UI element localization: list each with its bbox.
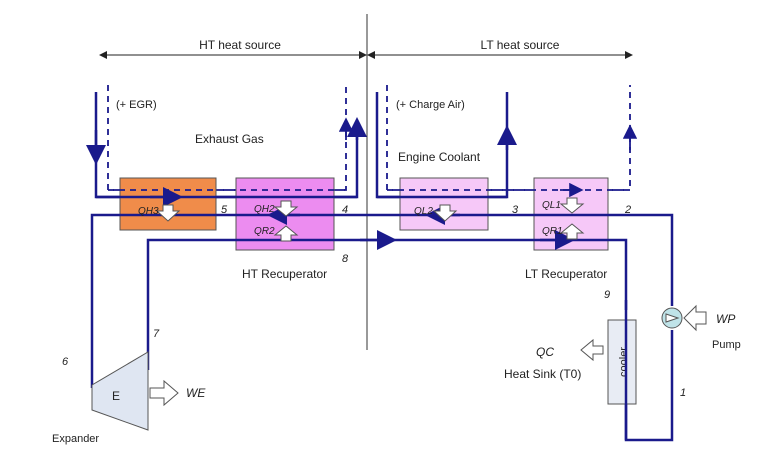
charge-air-label: (+ Charge Air) (396, 99, 465, 111)
qr2-label: QR2 (254, 226, 275, 237)
egr-label: (+ EGR) (116, 99, 157, 111)
state-point-9: 9 (604, 289, 610, 301)
state-point-5: 5 (221, 204, 228, 216)
engine-coolant-label: Engine Coolant (398, 150, 481, 164)
lt-evaporator-box (399, 177, 489, 231)
qh2-arrow-icon (273, 200, 299, 217)
ql1-arrow-icon (559, 197, 585, 214)
cooler-label: cooler (618, 347, 630, 377)
exhaust-gas-label: Exhaust Gas (195, 132, 264, 146)
we-label: WE (186, 386, 206, 400)
orc-loop-recuperator (146, 238, 628, 370)
pump-triangle-icon (665, 313, 680, 323)
qh3-arrow-icon (155, 204, 181, 222)
qh2-label: QH2 (254, 204, 275, 215)
expander-letter: E (112, 389, 120, 403)
pump-label: Pump (712, 339, 741, 351)
heat-sink-label: Heat Sink (T0) (504, 367, 581, 381)
qr2-arrow-icon (273, 225, 299, 242)
we-arrow-icon (149, 379, 179, 407)
expander-shape (91, 351, 149, 431)
state-point-3: 3 (512, 204, 519, 216)
lt-recuperator-label: LT Recuperator (525, 267, 607, 281)
egr-stream-dashed (107, 85, 347, 191)
wp-label: WP (716, 312, 735, 326)
state-point-2: 2 (624, 204, 631, 216)
state-point-1: 1 (680, 387, 686, 399)
state-point-8: 8 (342, 253, 349, 265)
state-point-4: 4 (342, 204, 348, 216)
lt-source-label: LT heat source (481, 38, 560, 52)
expander-label: Expander (52, 433, 99, 445)
ql2-arrow-icon (432, 204, 458, 222)
ht-evaporator-box (119, 177, 217, 231)
qr1-arrow-icon (559, 223, 585, 240)
ql1-label: QL1 (542, 200, 561, 211)
cooler-box (607, 319, 637, 405)
qc-arrow-icon (580, 338, 604, 362)
state-point-7: 7 (153, 328, 160, 340)
ql2-label: QL2 (414, 206, 433, 217)
ht-source-label: HT heat source (199, 38, 281, 52)
qh3-label: QH3 (138, 206, 159, 217)
wp-arrow-icon (683, 304, 707, 332)
orc-loop-pump-return (625, 213, 674, 306)
ht-recuperator-label: HT Recuperator (242, 267, 327, 281)
qr1-label: QR1 (542, 226, 563, 237)
qc-label: QC (536, 345, 554, 359)
state-point-6: 6 (62, 356, 69, 368)
